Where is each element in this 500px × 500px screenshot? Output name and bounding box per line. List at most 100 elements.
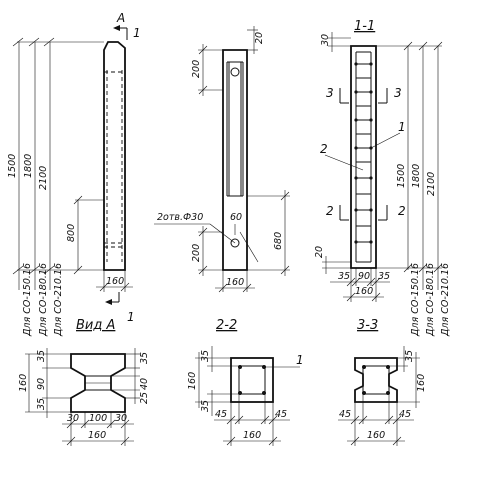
- dim-11-2100: 2100: [426, 172, 437, 196]
- cs-a-dim-30a: 30: [67, 413, 79, 424]
- dim-11-160-text: 160: [355, 286, 373, 297]
- hole-leader: 2отв.Ф30: [154, 212, 236, 244]
- section-33-title: 3-3: [357, 318, 378, 333]
- cs-a-dim-r40: 40: [139, 378, 150, 390]
- cs-a-bottom-dims: 30 100 30 160: [62, 412, 134, 446]
- view-a-direction-num: 1: [133, 26, 141, 40]
- dim-11-heights: 1500 1800 2100: [376, 41, 443, 290]
- view-a-dim-800: 800: [66, 224, 77, 242]
- view-a-dim-1800: 1800: [23, 154, 34, 178]
- cs-a-dim-90: 90: [36, 378, 47, 390]
- dim-11-35b: 35: [378, 271, 390, 282]
- view-a: А 1 1 1500 1800 2100: [7, 11, 141, 337]
- cs-22-left-dims: 160 35 35: [187, 346, 239, 416]
- view-a-dim-2100: 2100: [38, 166, 49, 190]
- dim-22-top20-text: 20: [254, 32, 265, 44]
- cross-section-33: 35 160 45 45 160: [338, 346, 427, 446]
- callout-11-1: 1: [370, 120, 406, 149]
- cs-a-left-dims: 35 90 35 160: [18, 348, 71, 418]
- dim-11-bot20-text: 20: [314, 246, 325, 258]
- dim-11-90: 90: [358, 271, 370, 282]
- cs-22-dim-35a: 35: [200, 350, 211, 362]
- dim-22-200bot-text: 200: [191, 244, 202, 262]
- dim-22-160: 160: [215, 270, 255, 293]
- cross-section-a: 35 90 35 160 35 40 25: [18, 348, 150, 446]
- cs-a-dim-w160: 160: [88, 430, 106, 441]
- view-a-label-180: Для СО-180.16: [38, 263, 49, 337]
- dim-22-top20: 20: [247, 26, 265, 54]
- callout-11-2: 2: [320, 142, 364, 171]
- view-a-label-210: Для СО-210.16: [53, 263, 64, 337]
- section-11-label-210: Для СО-210.16: [440, 263, 451, 337]
- cut-2-right: 2: [398, 204, 406, 218]
- cs-33-dim-160: 160: [416, 374, 427, 392]
- section-1-1: 1-1: [314, 19, 451, 337]
- post-outline-11: [350, 45, 377, 269]
- hole-bottom: [230, 238, 240, 248]
- section-11-label-150: Для СО-150.16: [410, 263, 421, 337]
- cs-a-dim-35t: 35: [36, 350, 47, 362]
- dim-22-60-text: 60: [230, 212, 242, 223]
- dim-11-1500: 1500: [396, 164, 407, 188]
- dim-11-top30-text: 30: [320, 34, 331, 46]
- dim-22-680: 680: [239, 190, 290, 276]
- section-11-label-180: Для СО-180.16: [425, 263, 436, 337]
- section-22-title: 2-2: [216, 318, 237, 333]
- view-a-product-labels: Для СО-150.16 Для СО-180.16 Для СО-210.1…: [22, 263, 64, 337]
- cs-a-dim-100: 100: [89, 413, 107, 424]
- cross-section-22: 1 160 35 35 45 45: [187, 346, 304, 446]
- view-a-dim-160: 160: [106, 276, 124, 287]
- view-a-section-num: 1: [127, 310, 135, 324]
- view-a-height-dims: 1500 1800 2100: [7, 37, 104, 290]
- cs-33-dim-35: 35: [404, 350, 415, 362]
- section-arrow-1: 1: [105, 292, 135, 324]
- section-11-title: 1-1: [354, 19, 375, 34]
- hole-label: 2отв.Ф30: [157, 212, 203, 223]
- view-a-dim-1500: 1500: [7, 154, 18, 178]
- cs-33-dim-45a: 45: [339, 409, 351, 420]
- dim-22-60: 60: [230, 212, 242, 235]
- cs-a-dim-35b: 35: [36, 398, 47, 410]
- cs-22-dim-160: 160: [187, 372, 198, 390]
- dim-11-35-90-35: 35 90 35: [330, 268, 390, 302]
- dim-11-top30: 30: [320, 32, 351, 52]
- dim-22-680-text: 680: [273, 232, 284, 250]
- cs-22-dim-45b: 45: [275, 409, 287, 420]
- cs-33-outline: [354, 357, 398, 403]
- section-2-2: 20 200 2отв.Ф30 60: [154, 26, 290, 333]
- dim-22-200top-text: 200: [191, 60, 202, 78]
- dim-11-160: 160: [343, 286, 384, 302]
- view-a-dim-160-group: 160: [96, 270, 133, 292]
- cs-22-dim-45a: 45: [215, 409, 227, 420]
- direction-arrow-a: А 1: [113, 11, 141, 40]
- stirrups: [356, 63, 371, 243]
- cs-22-dim-160w: 160: [243, 430, 261, 441]
- dim-22-160-text: 160: [226, 277, 244, 288]
- cs-22-dim-35b: 35: [200, 400, 211, 412]
- dim-11-bot20: 20: [314, 246, 351, 274]
- rebar-dots: [354, 62, 373, 244]
- post-outline-a: [103, 41, 126, 271]
- callout-11-1-text: 1: [398, 120, 406, 134]
- dim-22-200bot: 200: [191, 226, 223, 276]
- cut-3-right: 3: [394, 86, 402, 100]
- dim-22-200top: 200: [191, 44, 223, 96]
- cs-a-dim-r35: 35: [139, 352, 150, 364]
- hole-top: [230, 67, 240, 77]
- view-a-dim-800-group: 800: [66, 195, 104, 275]
- cs-a-right-dims: 35 40 25: [111, 348, 150, 404]
- view-a-title: Вид А: [76, 318, 115, 333]
- dim-11-35a: 35: [338, 271, 350, 282]
- cs-33-dim-160w: 160: [367, 430, 385, 441]
- cs-22-bottom-dims: 45 45 160: [214, 394, 290, 446]
- cs-33-bottom-dims: 45 45 160: [338, 394, 414, 446]
- dim-11-1800: 1800: [411, 164, 422, 188]
- cs-22-callout: 1: [296, 353, 304, 367]
- post-outline-22: [222, 49, 248, 271]
- cs-a-dim-30b: 30: [115, 413, 127, 424]
- cut-3-3: 3 3: [326, 86, 402, 104]
- cs-33-right-dims: 35 160: [389, 346, 427, 408]
- cut-2-left: 2: [326, 204, 334, 218]
- callout-11-2-text: 2: [320, 142, 328, 156]
